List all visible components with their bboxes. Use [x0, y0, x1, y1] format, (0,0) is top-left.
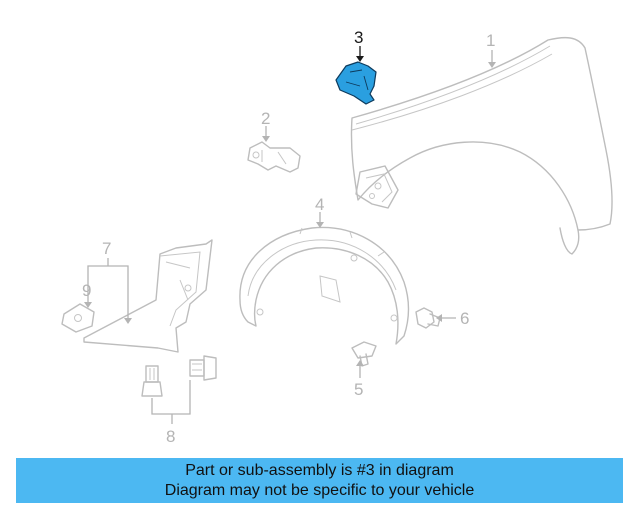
push-clip-part[interactable] [415, 307, 441, 329]
callout-8: 8 [166, 427, 175, 446]
parts-diagram: 1 2 3 4 5 6 7 8 9 [61, 28, 613, 446]
callout-2: 2 [261, 109, 270, 128]
highlighted-bracket-part[interactable] [335, 61, 377, 105]
callout-9: 9 [82, 281, 91, 300]
screw-part[interactable] [351, 341, 377, 367]
callout-4: 4 [315, 195, 324, 214]
banner-line-2: Diagram may not be specific to your vehi… [164, 482, 475, 499]
leader-lines [84, 46, 496, 424]
callout-5: 5 [354, 380, 363, 399]
fender-liner-part[interactable] [239, 226, 410, 345]
clip-nut-part[interactable] [61, 303, 95, 333]
lower-shield-part[interactable] [83, 239, 213, 353]
banner-line-1: Part or sub-assembly is #3 in diagram [185, 462, 454, 479]
callout-1: 1 [486, 31, 495, 50]
callout-3: 3 [354, 28, 363, 47]
callout-6: 6 [460, 309, 469, 328]
fender-part[interactable] [350, 36, 613, 255]
bolt-parts[interactable] [141, 355, 217, 397]
info-banner: Part or sub-assembly is #3 in diagram Di… [16, 458, 623, 503]
bracket-part[interactable] [247, 141, 301, 173]
callout-7: 7 [102, 239, 111, 258]
